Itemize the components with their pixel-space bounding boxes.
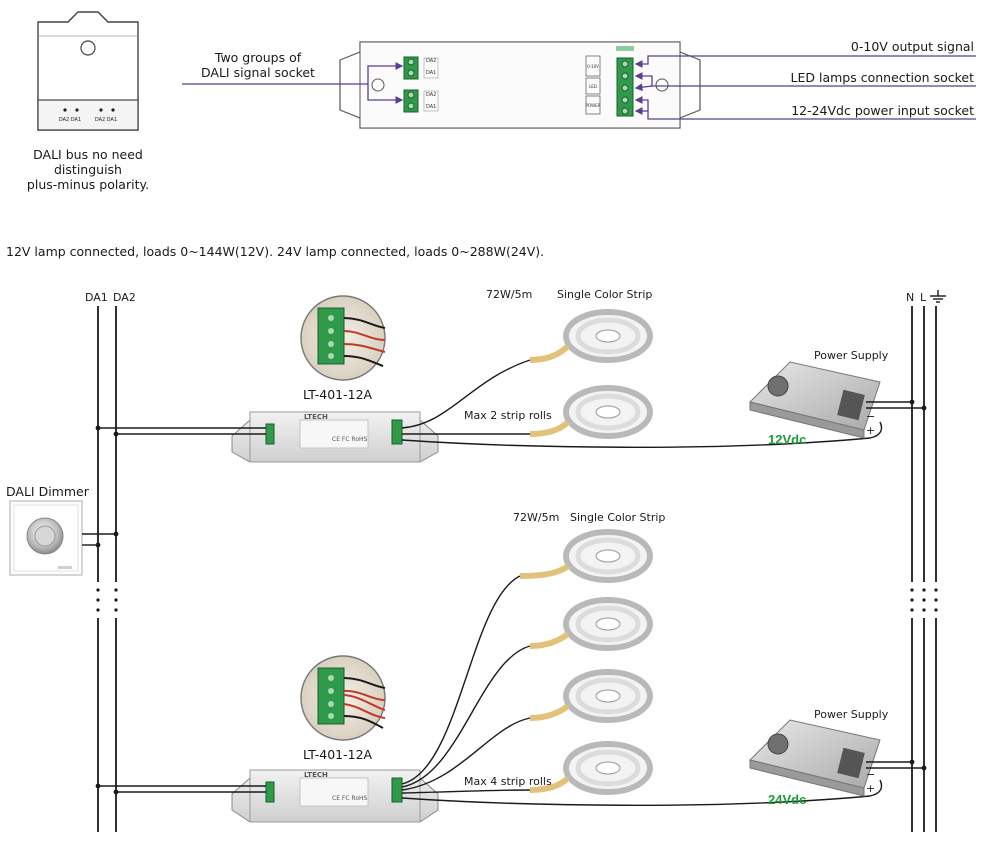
group2-controller [231,769,439,823]
group1-strip-2 [529,385,653,439]
group1-strip-1 [529,309,653,363]
group1-strip-power: 72W/5m [486,288,533,301]
led-socket-label: LED lamps connection socket [790,70,974,85]
group1-cert: CE FC RoHS [332,436,368,443]
group1-voltage: 12Vdc [768,432,807,447]
dali-socket-line1: Two groups of [214,50,302,65]
device-front-view: DA2 DA1 DA2 DA1 [37,11,139,131]
group1-model: LT-401-12A [303,387,373,402]
group2-strip-3 [529,669,653,723]
device-top-view: 0-10V LED POWER [339,41,701,129]
dali-dimmer-device [9,500,119,576]
group2-strip-2 [529,597,653,651]
svg-text:DA2 DA1: DA2 DA1 [95,117,117,123]
svg-text:POWER: POWER [586,103,601,108]
group2-dali-wires [98,785,266,793]
bus-label-da2: DA2 [113,291,136,304]
svg-text:LED: LED [589,84,597,89]
group2-max-rolls: Max 4 strip rolls [464,775,552,788]
group2-strip-4 [529,741,653,795]
group2-strip-type: Single Color Strip [570,511,666,524]
bus-label-n: N [906,291,915,304]
device-note-line2: distinguish [54,162,122,177]
bus-break-dots [96,588,938,612]
group1-power-supply [749,361,881,439]
socket-label-4: DA1 [426,104,437,110]
annotation-lines [182,55,976,120]
group1-strip-type: Single Color Strip [557,288,653,301]
group2-power-supply [749,719,881,797]
svg-text:+: + [866,424,875,437]
svg-text:−: − [866,410,875,423]
group2-strip-1 [519,529,653,583]
device-note: DALI bus no need distinguish plus-minus … [14,147,162,192]
svg-text:−: − [866,768,875,781]
socket-label-1: DA2 [426,58,437,64]
device-note-line1: DALI bus no need [33,147,143,162]
svg-text:DA2 DA1: DA2 DA1 [59,117,81,123]
group2-model: LT-401-12A [303,747,373,762]
group1-output-wires [401,359,883,448]
mains-bus [911,306,937,832]
bus-label-da1: DA1 [85,291,108,304]
group1-mains-wires [866,401,924,409]
socket-label-3: DA2 [426,92,437,98]
socket-label-2: DA1 [426,70,437,76]
group2-strip-power: 72W/5m [513,511,560,524]
group1-brand: LTECH [304,413,328,421]
dali-socket-label: Two groups of DALI signal socket [188,50,328,80]
svg-text:+: + [866,782,875,795]
ground-icon [930,290,946,303]
group2-mains-wires [866,761,924,769]
group2-voltage: 24Vdc [768,792,807,807]
dali-socket-line2: DALI signal socket [201,65,315,80]
group2-psu-label: Power Supply [814,708,889,721]
bus-label-l: L [920,291,927,304]
output-signal-label: 0-10V output signal [850,39,974,54]
power-socket-label: 12-24Vdc power input socket [791,103,974,118]
group1-psu-label: Power Supply [814,349,889,362]
group2-zoom-detail [300,655,386,741]
device-note-line3: plus-minus polarity. [26,177,150,192]
group2-brand: LTECH [304,771,328,779]
dali-bus [97,306,117,832]
group1-zoom-detail [300,295,386,381]
load-note: 12V lamp connected, loads 0~144W(12V). 2… [6,244,545,259]
group1-dali-wires [98,427,266,435]
group2-cert: CE FC RoHS [332,795,368,802]
group1-max-rolls: Max 2 strip rolls [464,409,552,422]
dali-dimmer-title: DALI Dimmer [6,484,89,499]
group1-controller [231,411,439,463]
svg-text:0-10V: 0-10V [587,64,599,69]
group2-output-wires [401,575,883,806]
